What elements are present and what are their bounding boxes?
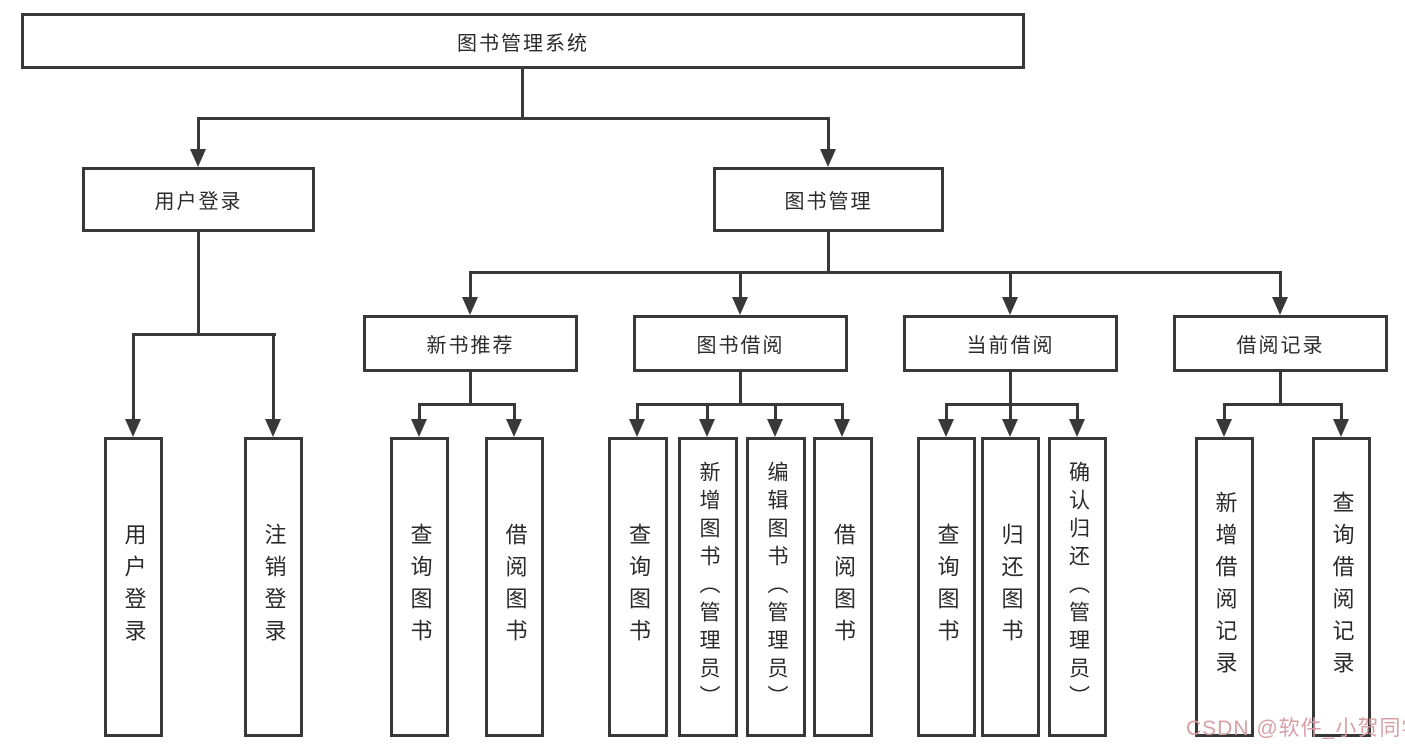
leaf-cur-confirm-return-admin: 确认归还（管理员）: [1048, 437, 1107, 737]
connector-log-leaf1: [1223, 403, 1226, 421]
arrow-down-icon: [1333, 419, 1349, 437]
arrow-down-icon: [411, 419, 427, 437]
connector-bor-horizontal: [636, 403, 843, 406]
connector-cur-leaf2: [1009, 403, 1012, 421]
arrow-down-icon: [938, 419, 954, 437]
arrow-down-icon: [462, 297, 478, 315]
connector-bor-leaf3: [774, 403, 777, 421]
leaf-user-login: 用户登录: [104, 437, 163, 737]
connector-to-book-mgmt: [827, 117, 830, 153]
connector-cur-leaf3: [1076, 403, 1079, 421]
connector-to-leaf-logout: [272, 333, 275, 421]
connector-bookmgmt-trunk: [827, 232, 830, 273]
node-new-book-recommend: 新书推荐: [363, 315, 578, 372]
connector-to-user-login: [197, 117, 200, 153]
connector-log-trunk: [1279, 372, 1282, 405]
arrow-down-icon: [1002, 419, 1018, 437]
connector-log-horizontal: [1223, 403, 1342, 406]
connector-to-current-borrow: [1009, 271, 1012, 299]
connector-log-leaf2: [1340, 403, 1343, 421]
connector-cur-leaf1: [945, 403, 948, 421]
connector-bor-leaf4: [841, 403, 844, 421]
connector-bor-leaf1: [636, 403, 639, 421]
arrow-down-icon: [1216, 419, 1232, 437]
connector-cur-horizontal: [945, 403, 1079, 406]
leaf-cur-query-book: 查询图书: [917, 437, 976, 737]
arrow-down-icon: [190, 149, 206, 167]
connector-rec-horizontal: [418, 403, 516, 406]
connector-to-leaf-login: [132, 333, 135, 421]
connector-bor-trunk: [739, 372, 742, 405]
arrow-down-icon: [834, 419, 850, 437]
connector-to-new-book-rec: [469, 271, 472, 299]
arrow-down-icon: [732, 297, 748, 315]
connector-cur-trunk: [1009, 372, 1012, 405]
arrow-down-icon: [629, 419, 645, 437]
leaf-bor-borrow-book: 借阅图书: [813, 437, 873, 737]
node-book-management: 图书管理: [713, 167, 944, 232]
arrow-down-icon: [1002, 297, 1018, 315]
connector-rec-leaf2: [513, 403, 516, 421]
leaf-rec-borrow-book: 借阅图书: [485, 437, 544, 737]
leaf-bor-edit-book-admin: 编辑图书（管理员）: [746, 437, 806, 737]
connector-rec-leaf1: [418, 403, 421, 421]
node-borrow-records: 借阅记录: [1173, 315, 1388, 372]
leaf-logout: 注销登录: [244, 437, 303, 737]
arrow-down-icon: [506, 419, 522, 437]
leaf-cur-return-book: 归还图书: [981, 437, 1040, 737]
csdn-watermark: CSDN @软件_小贺同学: [1186, 717, 1405, 740]
connector-level3-horizontal: [469, 271, 1282, 274]
arrow-down-icon: [125, 419, 141, 437]
arrow-down-icon: [265, 419, 281, 437]
connector-rec-trunk: [469, 372, 472, 405]
leaf-log-add-record: 新增借阅记录: [1195, 437, 1254, 737]
node-current-borrow: 当前借阅: [903, 315, 1118, 372]
arrow-down-icon: [767, 419, 783, 437]
arrow-down-icon: [699, 419, 715, 437]
connector-to-book-borrow: [739, 271, 742, 299]
node-book-borrow: 图书借阅: [633, 315, 848, 372]
arrow-down-icon: [1069, 419, 1085, 437]
connector-level2-horizontal: [197, 117, 830, 120]
leaf-bor-add-book-admin: 新增图书（管理员）: [678, 437, 738, 737]
arrow-down-icon: [820, 149, 836, 167]
connector-bor-leaf2: [706, 403, 709, 421]
leaf-bor-query-book: 查询图书: [608, 437, 668, 737]
arrow-down-icon: [1272, 297, 1288, 315]
leaf-log-query-record: 查询借阅记录: [1312, 437, 1371, 737]
node-root-system: 图书管理系统: [21, 13, 1025, 69]
connector-userlogin-trunk: [197, 232, 200, 336]
connector-root-trunk: [521, 69, 524, 118]
leaf-rec-query-book: 查询图书: [390, 437, 449, 737]
connector-to-borrow-records: [1279, 271, 1282, 299]
node-user-login: 用户登录: [82, 167, 315, 232]
connector-userlogin-horizontal: [132, 333, 276, 336]
